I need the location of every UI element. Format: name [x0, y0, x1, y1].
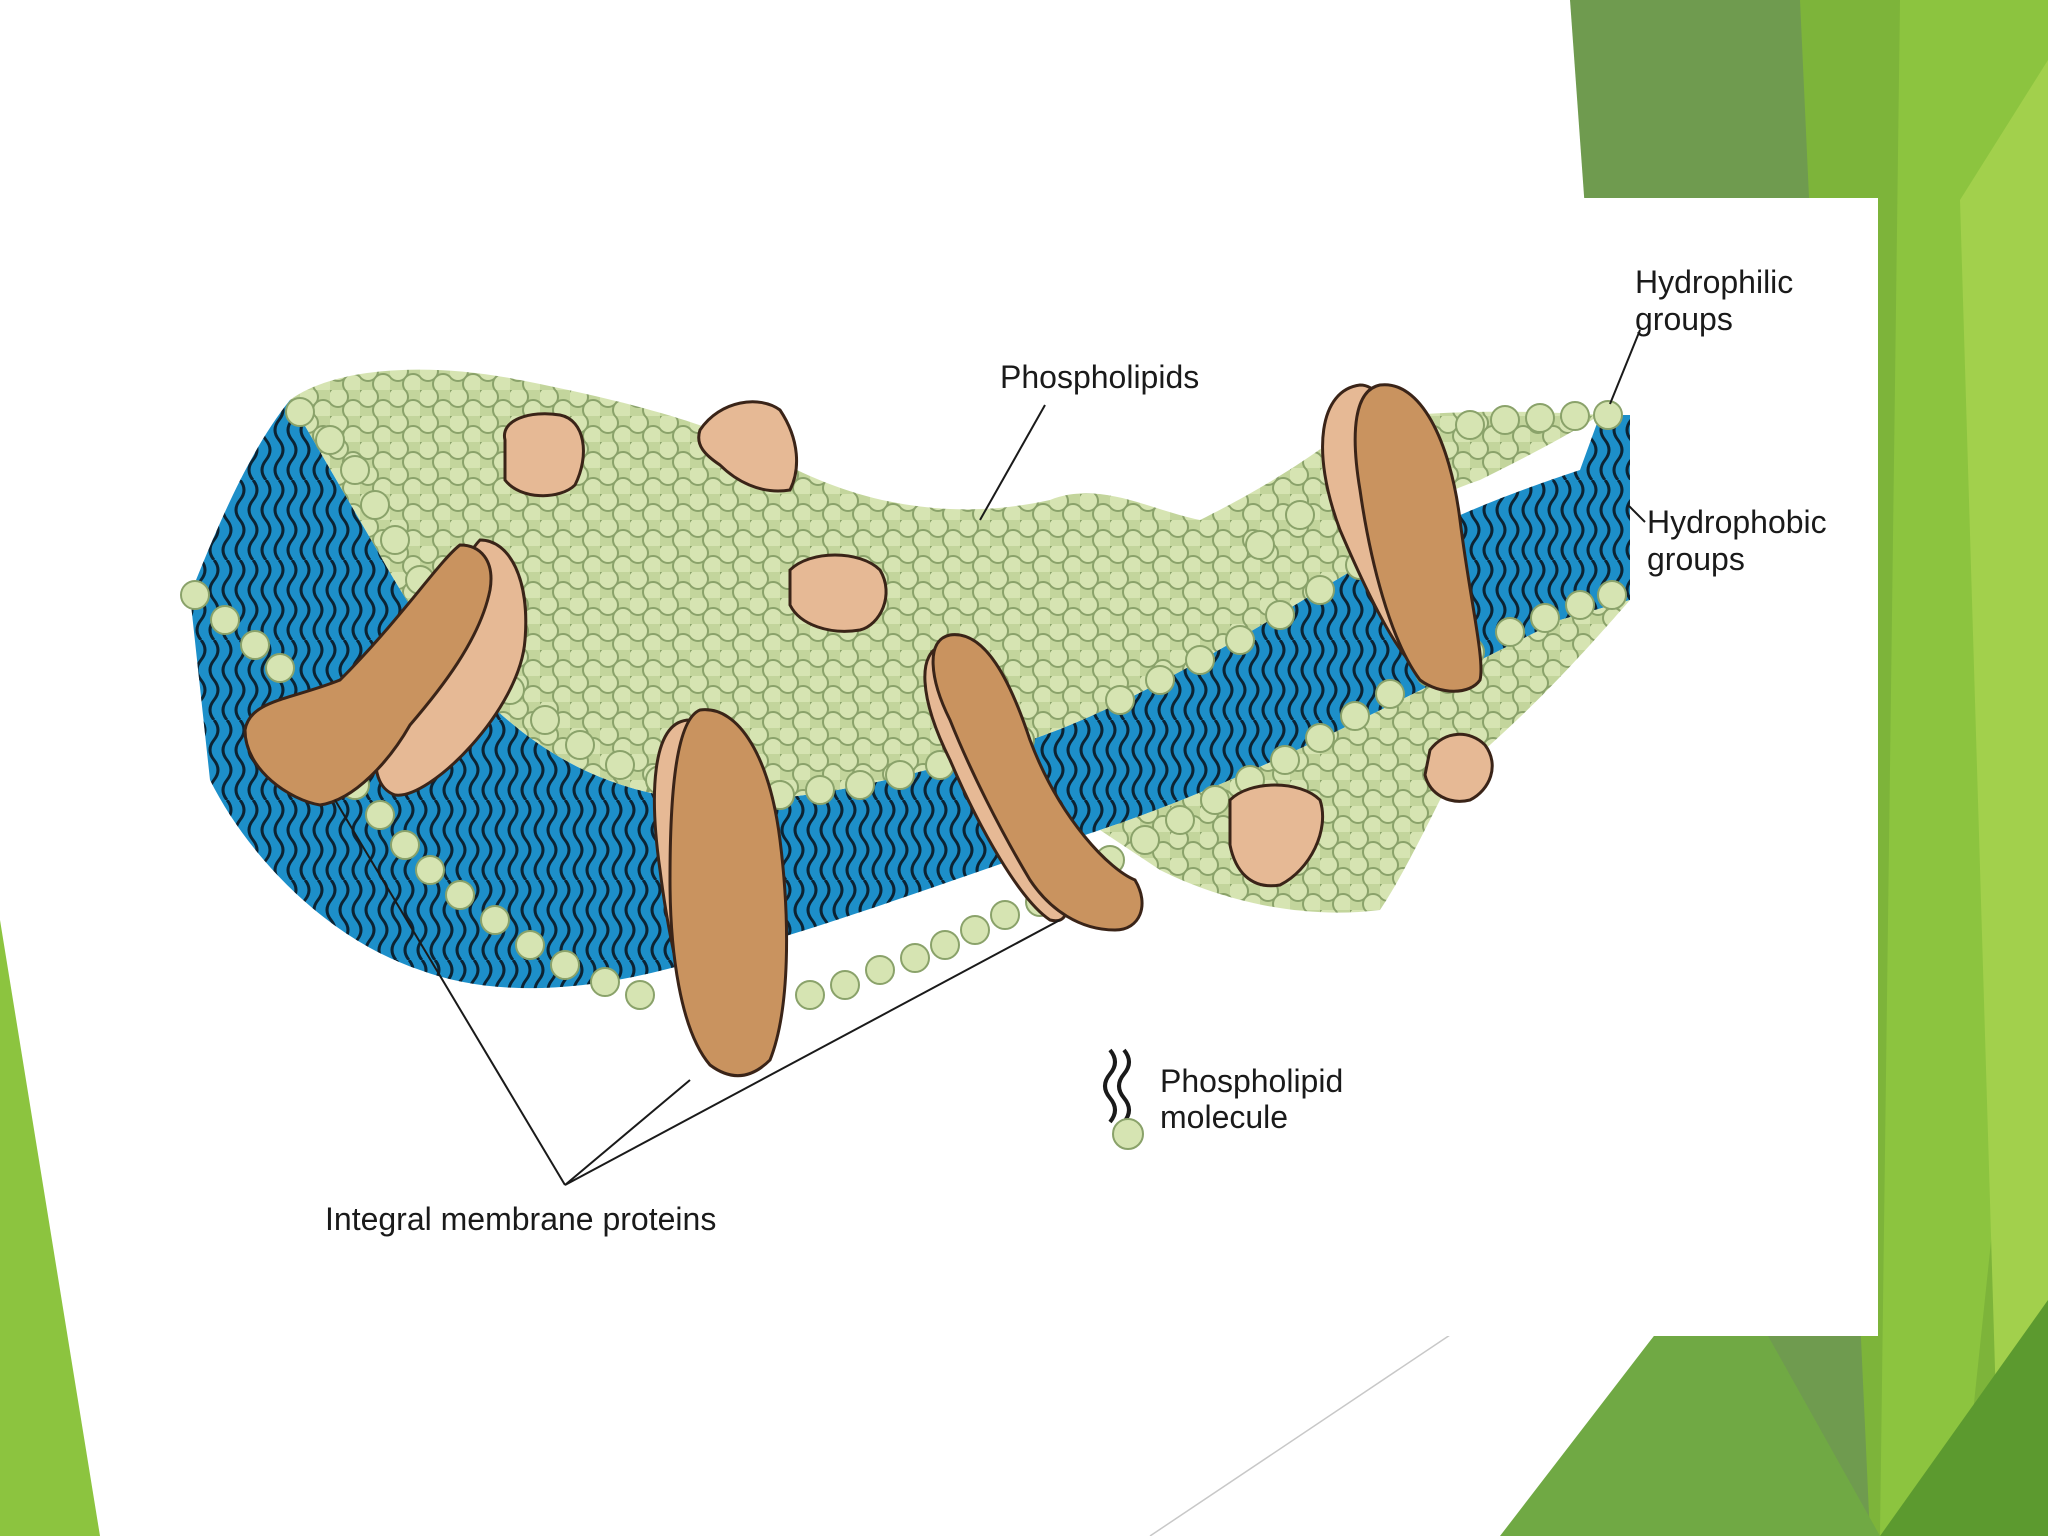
integral-protein-1 [243, 538, 528, 807]
integral-leader-c [564, 919, 1061, 1186]
label-phospholipids: Phospholipids [1000, 359, 1199, 395]
integral-protein-4 [1321, 383, 1483, 693]
leader-lines [334, 329, 1646, 1186]
slide-accent-line [1149, 1334, 1451, 1536]
integral-proteins [243, 383, 1483, 1078]
slide-accent-left [0, 920, 100, 1536]
hydrophilic-leader [1609, 329, 1641, 405]
label-hydrophilic-line2: groups [1635, 301, 1733, 337]
label-phospholipid-molecule-line1: Phospholipid [1160, 1063, 1343, 1099]
phospholipid-molecule-icon [1103, 1048, 1144, 1150]
label-phospholipid-molecule-line2: molecule [1160, 1099, 1288, 1135]
label-hydrophobic-line1: Hydrophobic [1647, 504, 1827, 540]
upper-leaflet-surface [290, 369, 1600, 801]
hydrophobic-leader [1627, 504, 1646, 523]
phospholipids-leader [979, 404, 1046, 521]
membrane-diagram [180, 329, 1646, 1186]
surface-proteins [503, 400, 1494, 888]
integral-protein-3 [923, 633, 1144, 932]
label-hydrophilic-line1: Hydrophilic [1635, 264, 1793, 300]
integral-protein-2 [652, 708, 789, 1078]
label-integral-proteins: Integral membrane proteins [325, 1201, 716, 1237]
integral-leader-b [564, 1079, 691, 1186]
integral-leader-a [334, 799, 566, 1186]
label-hydrophobic-line2: groups [1647, 541, 1745, 577]
hydrophobic-tails [190, 400, 1630, 989]
